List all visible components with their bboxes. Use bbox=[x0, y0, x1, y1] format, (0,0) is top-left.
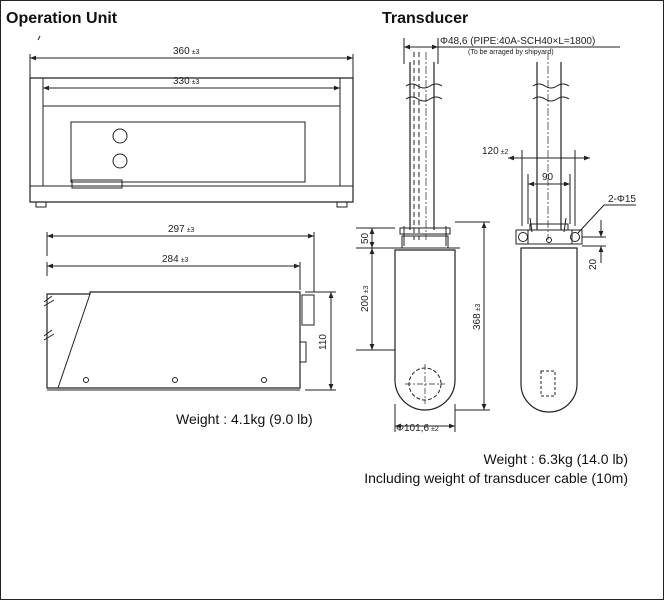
ou-dim-284: 284±3 bbox=[162, 254, 189, 265]
ou-dim-110: 110 bbox=[318, 334, 329, 350]
transducer-side-view bbox=[508, 52, 636, 413]
tr-dim-20: 20 bbox=[588, 258, 599, 270]
tr-pipe-spec: Φ48,6 (PIPE:40A-SCH40×L=1800) bbox=[440, 36, 595, 47]
tr-weight: Weight : 6.3kg (14.0 lb) bbox=[484, 451, 628, 467]
tr-dim-120: 120±2 bbox=[482, 146, 509, 157]
operation-unit-title: Operation Unit bbox=[6, 10, 118, 27]
tr-dim-200: 200±3 bbox=[360, 285, 371, 312]
tr-dim-50: 50 bbox=[360, 232, 371, 244]
operation-unit-side-view bbox=[43, 232, 336, 391]
tr-pipe-note: (To be arraged by shipyard) bbox=[468, 49, 554, 56]
ou-dim-330: 330±3 bbox=[173, 76, 200, 87]
tr-dim-368: 368±3 bbox=[472, 303, 483, 330]
transducer-title: Transducer bbox=[382, 10, 469, 27]
tr-dim-dia: Φ101,6±2 bbox=[396, 423, 439, 434]
ou-dim-360: 360±3 bbox=[173, 46, 200, 57]
tr-cable-note: Including weight of transducer cable (10… bbox=[364, 470, 628, 486]
ou-dim-297: 297±3 bbox=[168, 224, 195, 235]
transducer-front-view bbox=[356, 38, 620, 432]
ou-weight: Weight : 4.1kg (9.0 lb) bbox=[176, 411, 313, 427]
tr-dim-holes: 2-Φ15 bbox=[608, 194, 636, 205]
tr-dim-90: 90 bbox=[542, 172, 554, 183]
operation-unit-front-view bbox=[29, 35, 354, 208]
